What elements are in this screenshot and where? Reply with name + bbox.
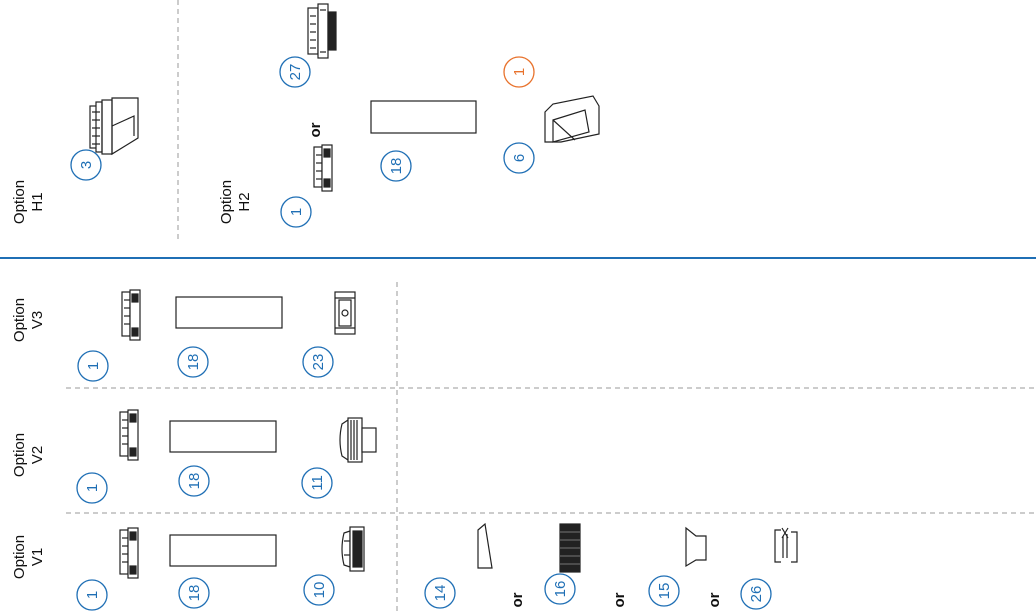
or-label-v1-a: or: [509, 592, 526, 607]
h2-elbow-part: [544, 95, 600, 143]
callout-v1-18: 18: [178, 577, 210, 609]
callout-circle: [301, 467, 333, 499]
v2-adapter-part: [119, 409, 139, 461]
callout-circle: [279, 56, 311, 88]
callout-circle: [648, 575, 680, 607]
callout-v1-14: 14: [424, 577, 456, 609]
callout-v1-15: 15: [648, 575, 680, 607]
callout-h1-3: 3: [70, 149, 102, 181]
callout-number: 26: [748, 586, 765, 603]
callout-v1-10: 10: [303, 574, 335, 606]
option-h1-label: Option H1: [11, 180, 46, 224]
callout-number: 18: [388, 158, 405, 175]
v1-termination-part: [341, 526, 365, 572]
callout-number: 16: [552, 581, 569, 598]
callout-circle: [178, 577, 210, 609]
h2-pipe-part: [370, 100, 477, 134]
option-v2-code: V2: [29, 446, 46, 464]
callout-h2-6: 6: [503, 142, 535, 174]
callout-v1-16: 16: [544, 573, 576, 605]
h2-termination-cap-part: [307, 3, 337, 59]
callout-number: 6: [511, 154, 528, 162]
v2-termination-part: [339, 417, 377, 463]
v3-tee-part: [334, 291, 356, 335]
callout-h2-27: 27: [279, 56, 311, 88]
or-label-v1-b: or: [611, 592, 628, 607]
v1-corrugated-part: [559, 523, 581, 573]
callout-h2-1-orange: 1: [503, 56, 535, 88]
callout-circle: [380, 150, 412, 182]
callout-circle: [503, 56, 535, 88]
v1-flare-part: [685, 526, 707, 568]
v2-pipe-part: [169, 420, 277, 453]
callout-circle: [70, 149, 102, 181]
option-h2-word: Option: [218, 180, 235, 224]
callout-number: 11: [309, 475, 326, 491]
callout-number: 18: [185, 354, 202, 371]
h1-elbow-part: [89, 97, 139, 156]
v1-adapter-part: [119, 527, 139, 579]
callout-circle: [178, 465, 210, 497]
h2-adapter-part: [313, 144, 333, 192]
callout-number: 14: [432, 585, 449, 602]
callout-h2-18: 18: [380, 150, 412, 182]
option-v1-label: Option V1: [11, 535, 46, 579]
callout-circle: [424, 577, 456, 609]
callout-number: 15: [656, 583, 673, 600]
callout-v3-1: 1: [77, 350, 109, 382]
option-h1-word: Option: [11, 180, 28, 224]
or-label-v1-c: or: [706, 592, 723, 607]
option-v1-code: V1: [29, 548, 46, 566]
callout-number: 18: [186, 585, 203, 602]
callout-circle: [76, 472, 108, 504]
callout-circle: [302, 346, 334, 378]
v3-pipe-part: [175, 296, 283, 329]
callout-circle: [303, 574, 335, 606]
option-v3-label: Option V3: [11, 298, 46, 342]
callout-v3-18: 18: [177, 346, 209, 378]
callout-number: 18: [186, 473, 203, 490]
callout-v2-11: 11: [301, 467, 333, 499]
callout-circle: [740, 578, 772, 610]
option-v1-word: Option: [11, 535, 28, 579]
callout-circle: [76, 579, 108, 611]
v1-bracket-part: [774, 527, 798, 563]
callout-circle: [544, 573, 576, 605]
option-v3-code: V3: [29, 311, 46, 329]
v1-taper-part: [477, 522, 493, 569]
or-label-h2: or: [307, 122, 324, 137]
v1-pipe-part: [169, 534, 277, 567]
option-v2-label: Option V2: [11, 433, 46, 477]
callout-circle: [280, 196, 312, 228]
option-h2-label: Option H2: [218, 180, 253, 224]
callout-number: 10: [311, 582, 328, 599]
v3-adapter-part: [121, 289, 141, 341]
callout-number: 1: [288, 208, 305, 216]
callout-circle: [503, 142, 535, 174]
callout-number: 1: [84, 591, 101, 599]
callout-number: 1: [84, 484, 101, 492]
option-h1-code: H1: [29, 192, 46, 211]
callout-v1-1: 1: [76, 579, 108, 611]
callout-number: 1: [511, 68, 528, 76]
callout-number: 27: [287, 64, 304, 81]
callout-h2-1: 1: [280, 196, 312, 228]
option-v3-word: Option: [11, 298, 28, 342]
callout-v2-18: 18: [178, 465, 210, 497]
callout-v3-23: 23: [302, 346, 334, 378]
option-v2-word: Option: [11, 433, 28, 477]
callout-v2-1: 1: [76, 472, 108, 504]
callout-circle: [177, 346, 209, 378]
option-h2-code: H2: [236, 192, 253, 211]
callout-v1-26: 26: [740, 578, 772, 610]
callout-number: 3: [78, 161, 95, 169]
callout-number: 23: [310, 354, 327, 371]
callout-circle: [77, 350, 109, 382]
callout-number: 1: [85, 362, 102, 370]
